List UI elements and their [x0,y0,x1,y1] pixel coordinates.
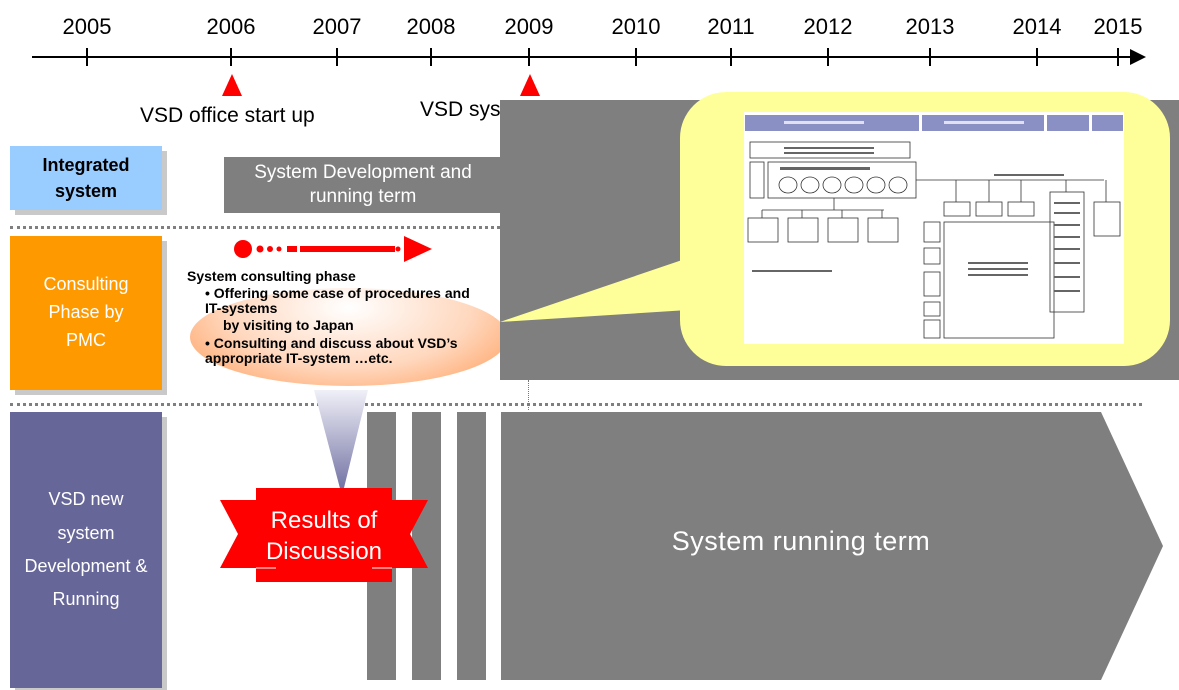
office-start-marker [222,74,242,96]
results-funnel [314,390,368,496]
year-tick [86,48,88,66]
org-structure-thumbnail [744,112,1124,344]
year-label: 2008 [406,14,456,39]
development-bar [457,412,486,680]
system-running-arrow [501,412,1163,680]
integrated-system-label: Integrated system [42,154,130,201]
consulting-phase-box: Consulting Phase by PMC [10,236,162,390]
year-label: 2006 [206,14,256,39]
separator-line [10,403,1142,406]
timeline-arrowhead [1130,49,1146,65]
consulting-title: System consulting phase [187,268,356,284]
year-label: 2007 [312,14,362,39]
year-tick [929,48,931,66]
system-development-bar: System Development and running term [224,157,502,213]
year-label: 2009 [504,14,554,39]
year-tick [635,48,637,66]
consulting-ellipse [190,288,508,386]
year-label: 2011 [707,14,755,39]
year-tick [827,48,829,66]
year-label: 2014 [1012,14,1062,39]
system-start-label: VSD sys [420,98,501,121]
consulting-item-3: • Consulting and discuss about VSD’s app… [205,335,458,366]
year-label: 2010 [611,14,661,39]
system-development-label: System Development and running term [254,162,472,207]
year-tick [1117,48,1119,66]
consulting-phase-label: Consulting Phase by PMC [43,274,129,350]
consulting-item-2: by visiting to Japan [223,317,354,334]
callout-pointer [500,258,688,322]
consulting-arrow [234,236,432,262]
vsd-development-label: VSD new system Development & Running [24,489,148,610]
year-label: 2012 [803,14,853,39]
integrated-system-box: Integrated system [10,146,162,210]
year-tick [528,48,530,66]
year-tick [430,48,432,66]
year-tick [1036,48,1038,66]
consulting-notes: System consulting phase • Offering some … [187,268,487,365]
vsd-development-box: VSD new system Development & Running [10,412,162,688]
year-label: 2013 [905,14,955,39]
year-label: 2015 [1093,14,1143,39]
system-start-marker [520,74,540,96]
year-2009-guide [528,380,529,410]
office-start-label: VSD office start up [140,104,315,127]
system-running-label: System running term [671,526,931,556]
development-bar [412,412,441,680]
year-tick [230,48,232,66]
consulting-item-1: • Offering some case of procedures and I… [205,285,470,316]
year-label: 2005 [62,14,112,39]
results-banner [220,488,428,582]
year-tick [730,48,732,66]
timeline-axis [32,56,1134,58]
results-banner-label: Results of Discussion [265,507,383,566]
year-tick [336,48,338,66]
